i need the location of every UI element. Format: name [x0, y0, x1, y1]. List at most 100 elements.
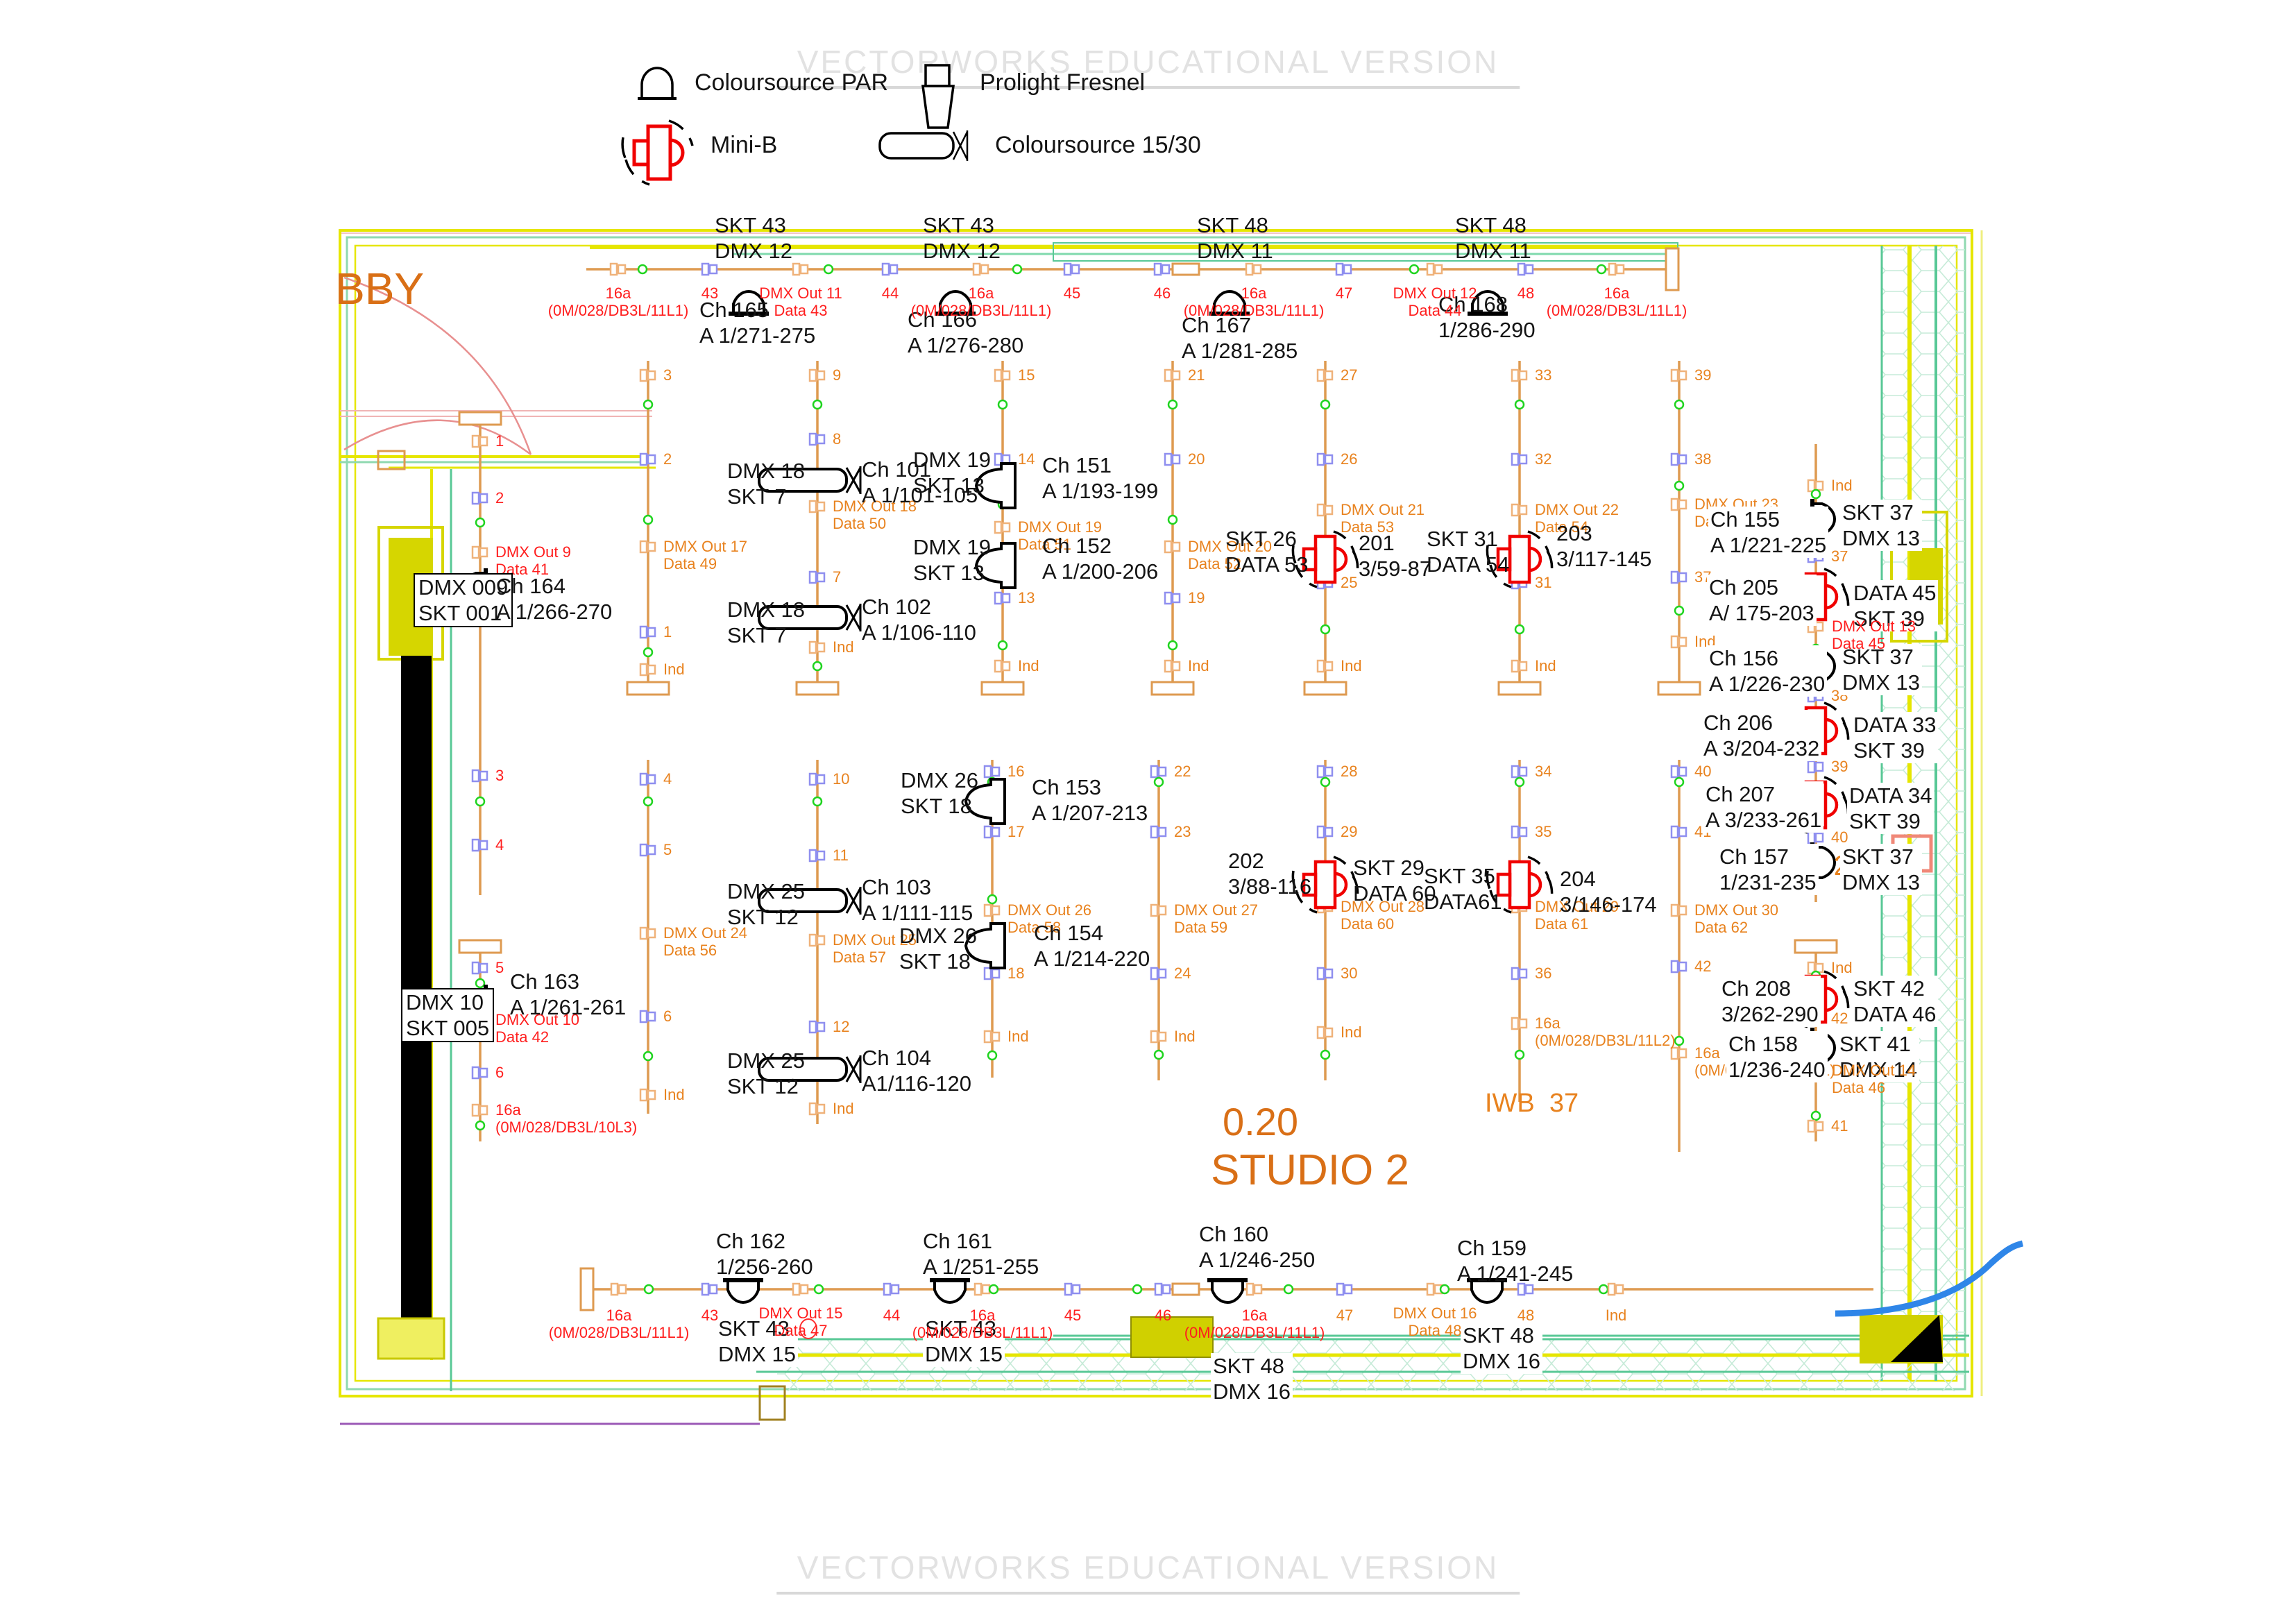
plan-label: DATA 33 SKT 39 [1851, 712, 1939, 763]
watermark-top: VECTORWORKS EDUCATIONAL VERSION [776, 43, 1520, 89]
plan-label: DMX Out 24 Data 56 [663, 924, 748, 959]
plan-label: 23 [1174, 823, 1191, 840]
dimmer-connector-icon [1807, 760, 1824, 774]
legend-label: Coloursource PAR [695, 69, 889, 96]
plan-label: 19 [1188, 589, 1205, 606]
dimmer-connector-icon [994, 591, 1011, 605]
dimmer-connector-icon [1511, 765, 1528, 779]
batten-end-cap [1657, 681, 1701, 696]
socket-connector-icon [792, 262, 809, 276]
legend-item-par: Coloursource PAR [635, 67, 888, 103]
green-indicator [1810, 1110, 1821, 1121]
batten-end-cap [795, 681, 840, 696]
plan-label: DMX 25 SKT 12 [727, 879, 805, 929]
green-indicator [987, 894, 998, 905]
plan-label: Ch 165 A 1/271-275 [699, 298, 816, 348]
plan-label: 11 [833, 847, 849, 864]
plan-label: Ch 156 A 1/226-230 [1707, 645, 1828, 697]
dimmer-connector-icon [808, 432, 826, 446]
dimmer-connector-icon [1670, 960, 1687, 974]
plan-label: SKT 48 DMX 16 [1211, 1353, 1293, 1404]
plan-label: Ind [1174, 1028, 1196, 1045]
plan-label: 15 [1018, 366, 1035, 384]
green-indicator [1439, 1284, 1450, 1295]
plan-label: 48 [1517, 284, 1535, 302]
plan-label: Ch 166 A 1/276-280 [908, 307, 1024, 357]
plan-label: SKT 37 DMX 13 [1840, 500, 1922, 551]
green-indicator [1012, 264, 1023, 275]
dimmer-connector-icon [639, 452, 656, 466]
socket-connector-icon [792, 1282, 809, 1296]
plan-label: 6 [663, 1008, 672, 1025]
pipe-joiner [1171, 262, 1200, 276]
socket-connector-icon [1245, 262, 1262, 276]
socket-connector-icon [808, 368, 826, 382]
green-indicator [475, 1120, 486, 1131]
plan-label: DMX Out 17 Data 49 [663, 538, 748, 572]
plan-label: 20 [1188, 450, 1205, 468]
plan-label: 4 [495, 836, 504, 853]
plan-label: SKT 43 DMX 12 [715, 213, 792, 263]
plan-label: Ind [1018, 657, 1039, 674]
batten-end-cap [579, 1267, 595, 1311]
plan-label: DMX 25 SKT 12 [727, 1048, 805, 1098]
plan-label: Ch 155 A 1/221-225 [1708, 507, 1829, 558]
watermark-bottom: VECTORWORKS EDUCATIONAL VERSION [776, 1549, 1520, 1595]
plan-label: 1 [663, 623, 672, 640]
plan-label: 13 [1018, 589, 1035, 606]
plan-label: 3 [495, 767, 504, 784]
green-indicator [1514, 624, 1525, 635]
green-indicator [1320, 1049, 1331, 1060]
plan-label: 46 [1153, 284, 1171, 302]
dimmer-connector-icon [639, 1010, 656, 1023]
plan-label: SKT 43 DMX 15 [923, 1316, 1005, 1367]
plan-label: SKT 48 DMX 16 [1461, 1323, 1542, 1374]
plan-label: 30 [1341, 965, 1358, 982]
green-indicator [1320, 399, 1331, 410]
plan-label: 42 [1694, 958, 1712, 975]
plan-label: SKT 42 DATA 46 [1851, 976, 1939, 1027]
plan-label: 40 [1694, 763, 1712, 780]
green-indicator [637, 264, 648, 275]
green-indicator [1153, 1049, 1164, 1060]
plan-label: Ch 154 A 1/214-220 [1034, 921, 1150, 971]
plan-label: DMX Out 22 Data 54 [1535, 501, 1619, 536]
dimmer-connector-icon [701, 1282, 718, 1296]
dimmer-connector-icon [639, 843, 656, 857]
plan-label: Ch 207 A 3/233-261 [1703, 781, 1824, 833]
plan-label: Ind [1341, 1023, 1362, 1041]
dimmer-connector-icon [1150, 825, 1167, 839]
plan-label: 42 [1831, 1010, 1848, 1027]
plan-label: 12 [833, 1018, 850, 1035]
dimmer-connector-icon [1517, 262, 1534, 276]
socket-connector-icon [1316, 368, 1334, 382]
plan-label: DMX Out 9 Data 41 [495, 543, 571, 578]
plan-label: Ch 161 A 1/251-255 [923, 1229, 1039, 1279]
dimmer-connector-icon [1336, 1282, 1353, 1296]
plan-label: SKT 37 DMX 13 [1840, 644, 1922, 695]
plan-label: 202 3/88-116 [1228, 849, 1312, 899]
plan-label: DMX Out 20 Data 52 [1188, 538, 1273, 572]
dimmer-connector-icon [983, 765, 1001, 779]
dimmer-connector-icon [1063, 262, 1080, 276]
plan-label: 16a (0M/028/DB3L/11L1) [548, 1307, 690, 1341]
socket-connector-icon [994, 368, 1011, 382]
plan-label: 9 [833, 366, 842, 384]
dimmer-connector-icon [1335, 262, 1352, 276]
plan-label: SKT 43 DMX 12 [923, 213, 1001, 263]
legend-item-cs1530: Coloursource 15/30 [877, 129, 1201, 164]
coloursource-1530-icon [878, 130, 969, 161]
dimmer-connector-icon [471, 838, 488, 852]
plan-label: 18 [1007, 965, 1025, 982]
dimmer-connector-icon [808, 570, 826, 584]
plan-label: SKT 35 DATA61 [1424, 864, 1502, 914]
plan-label: Ind [1341, 657, 1362, 674]
dimmer-connector-icon [881, 262, 899, 276]
socket-connector-icon [1511, 659, 1528, 673]
green-indicator [1514, 399, 1525, 410]
plan-label: 14 [1018, 450, 1035, 468]
dimmer-connector-icon [983, 967, 1001, 980]
plan-label: DMX 10 SKT 005 [401, 988, 495, 1042]
dimmer-connector-icon [1670, 825, 1687, 839]
dimmer-connector-icon [1670, 570, 1687, 584]
